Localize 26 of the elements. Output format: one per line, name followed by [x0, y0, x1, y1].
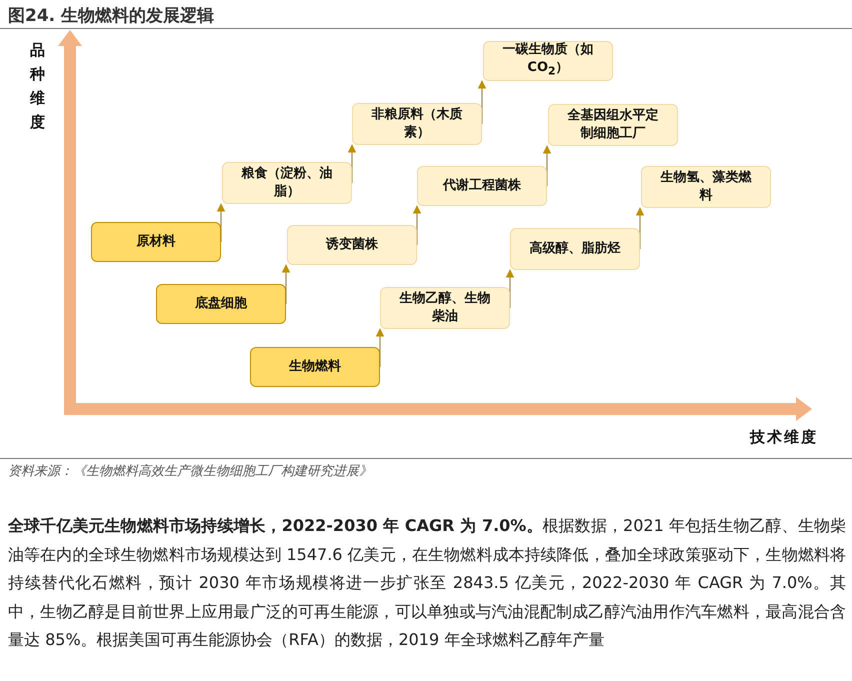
stage-box: 高级醇、脂肪烃 — [510, 228, 640, 270]
connector-arrow — [412, 205, 422, 245]
category-box: 底盘细胞 — [156, 284, 286, 324]
stage-box: 一碳生物质（如CO$_{2}$） — [483, 41, 613, 81]
category-box: 生物燃料 — [250, 347, 380, 387]
stage-box: 粮食（淀粉、油脂） — [222, 162, 352, 204]
stage-box: 非粮原料（木质素） — [352, 103, 482, 145]
x-axis-label: 技术维度 — [750, 428, 818, 447]
category-box: 原材料 — [91, 222, 221, 262]
figure-title: 图24. 生物燃料的发展逻辑 — [8, 5, 214, 27]
connector-arrow — [348, 144, 356, 183]
stage-box: 全基因组水平定制细胞工厂 — [548, 104, 678, 146]
stage-box: 生物氢、藻类燃料 — [641, 166, 771, 208]
source-note: 资料来源：《生物燃料高效生产微生物细胞工厂构建研究进展》 — [8, 463, 372, 480]
connector-arrow — [282, 264, 290, 304]
connector-arrow — [216, 203, 226, 242]
connector-arrow — [542, 145, 552, 186]
stage-box: 代谢工程菌株 — [417, 166, 547, 206]
body-paragraph: 全球千亿美元生物燃料市场持续增长，2022-2030 年 CAGR 为 7.0%。根据数据，2021 年包括生物乙醇、生物柴油等在内的全球生物燃料市场规模达到 1547.6 亿美元，在生物燃料成本持续降低，叠加全球政策驱动下，生物燃料将持续替代化石燃料，预计 2030 年市场规模将进一步扩张至 2843.5 亿美元，2022-2030 年 CAGR 为 7.0%。其中，生物乙醇是目前世界上应用最广泛的可再生能源，可以单独或与汽油混配制成乙醇汽油用作汽车燃料，最高混合含量达 85%。根据美国可再生能源协会（RFA）的数据，2019 年全球燃料乙醇年产量 — [8, 515, 846, 651]
connector-arrow — [478, 80, 486, 124]
stage-box: 生物乙醇、生物柴油 — [380, 287, 510, 329]
stage-box: 诱变菌株 — [287, 225, 417, 265]
connector-arrow — [636, 207, 644, 249]
connector-arrow — [506, 269, 514, 308]
y-axis-label: 品种维度 — [30, 40, 46, 133]
connector-arrow — [376, 328, 384, 367]
